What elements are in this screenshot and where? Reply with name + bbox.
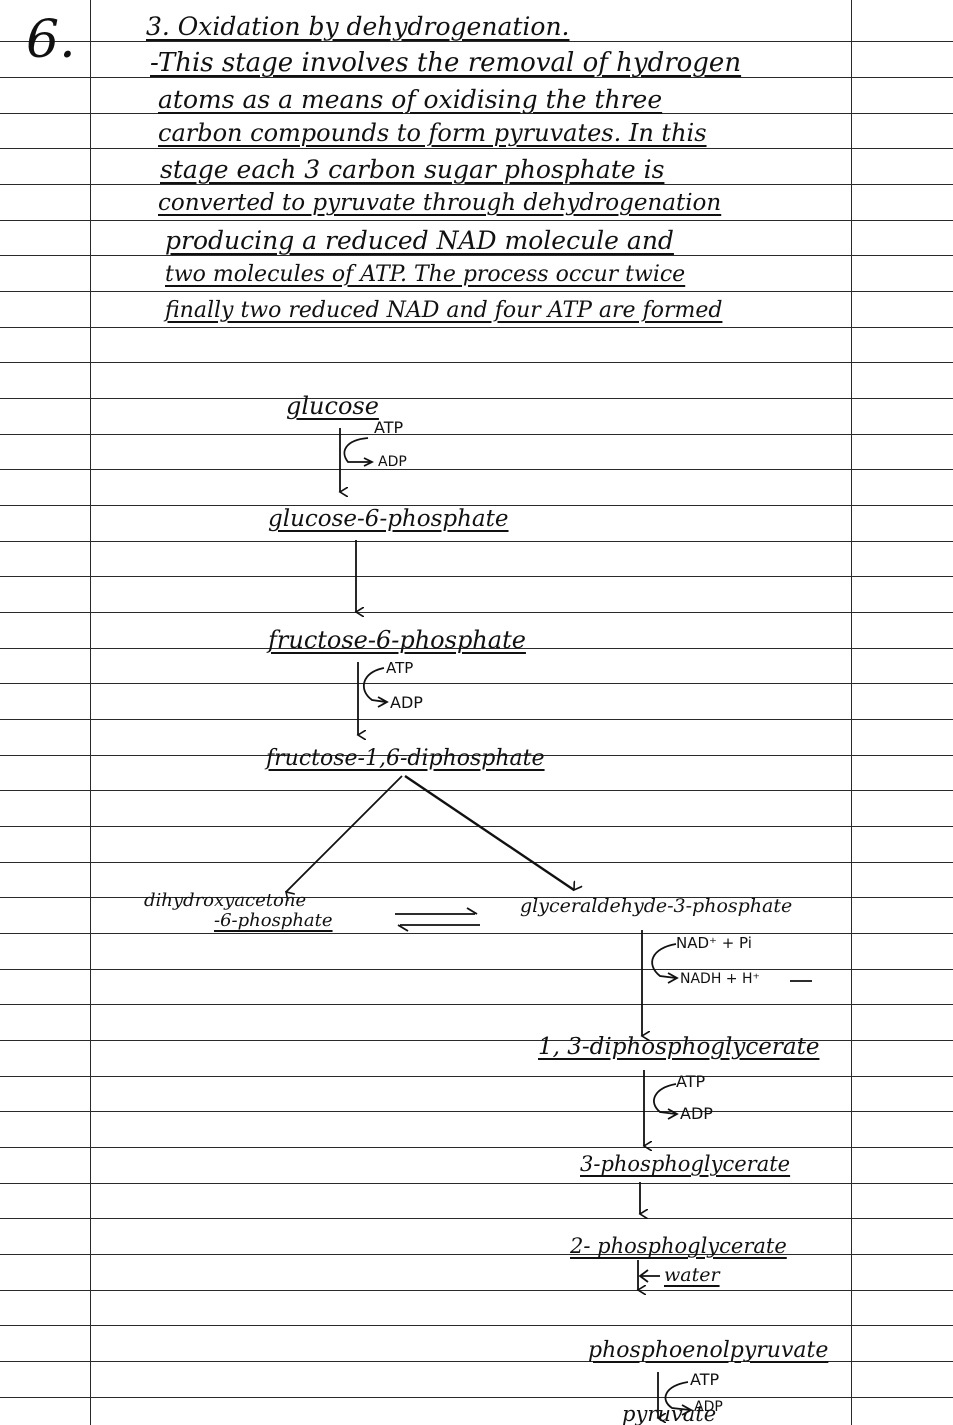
- left-margin-line: [90, 0, 91, 1425]
- paragraph-line: converted to pyruvate through dehydrogen…: [158, 190, 722, 216]
- paragraph-line: producing a reduced NAD molecule and: [165, 226, 674, 255]
- node-fructose-6-phosphate: fructose-6-phosphate: [268, 626, 526, 654]
- node-fructose-1-6-diphosphate: fructose-1,6-diphosphate: [266, 746, 545, 771]
- cofactor-atp: ATP: [386, 659, 414, 677]
- paragraph-line: -This stage involves the removal of hydr…: [150, 48, 742, 78]
- node-1-3-diphosphoglycerate: 1, 3-diphosphoglycerate: [538, 1034, 820, 1060]
- page-number: 6.: [26, 10, 76, 70]
- cofactor-atp: ATP: [374, 418, 404, 437]
- paragraph-line: carbon compounds to form pyruvates. In t…: [158, 119, 707, 147]
- cofactor-adp: ADP: [390, 693, 423, 712]
- node-glucose-6-phosphate: glucose-6-phosphate: [268, 506, 509, 532]
- node-pyruvate: pyruvate: [622, 1402, 717, 1425]
- cofactor-nad: NAD⁺ + Pi: [676, 934, 752, 952]
- right-margin-line: [851, 0, 852, 1425]
- node-dihydroxyacetone-phosphate-line1: dihydroxyacetone: [144, 890, 307, 911]
- cofactor-adp: ADP: [378, 454, 407, 470]
- section-heading: 3. Oxidation by dehydrogenation.: [146, 12, 570, 41]
- paragraph-line: finally two reduced NAD and four ATP are…: [165, 298, 723, 323]
- paragraph-line: atoms as a means of oxidising the three: [158, 85, 663, 114]
- label-water: water: [664, 1264, 720, 1286]
- cofactor-atp: ATP: [676, 1072, 706, 1091]
- cofactor-adp: ADP: [694, 1399, 723, 1415]
- node-glucose: glucose: [286, 392, 379, 420]
- node-3-phosphoglycerate: 3-phosphoglycerate: [580, 1152, 791, 1176]
- cofactor-atp: ATP: [690, 1370, 720, 1389]
- node-dihydroxyacetone-phosphate-line2: -6-phosphate: [214, 910, 333, 931]
- cofactor-adp: ADP: [680, 1104, 713, 1123]
- cofactor-nadh: NADH + H⁺: [680, 971, 760, 987]
- node-2-phosphoglycerate: 2- phosphoglycerate: [570, 1234, 787, 1258]
- node-phosphoenolpyruvate: phosphoenolpyruvate: [588, 1338, 829, 1363]
- paragraph-line: two molecules of ATP. The process occur …: [165, 262, 686, 287]
- node-glyceraldehyde-3-phosphate: glyceraldehyde-3-phosphate: [520, 895, 793, 917]
- paragraph-line: stage each 3 carbon sugar phosphate is: [160, 155, 665, 184]
